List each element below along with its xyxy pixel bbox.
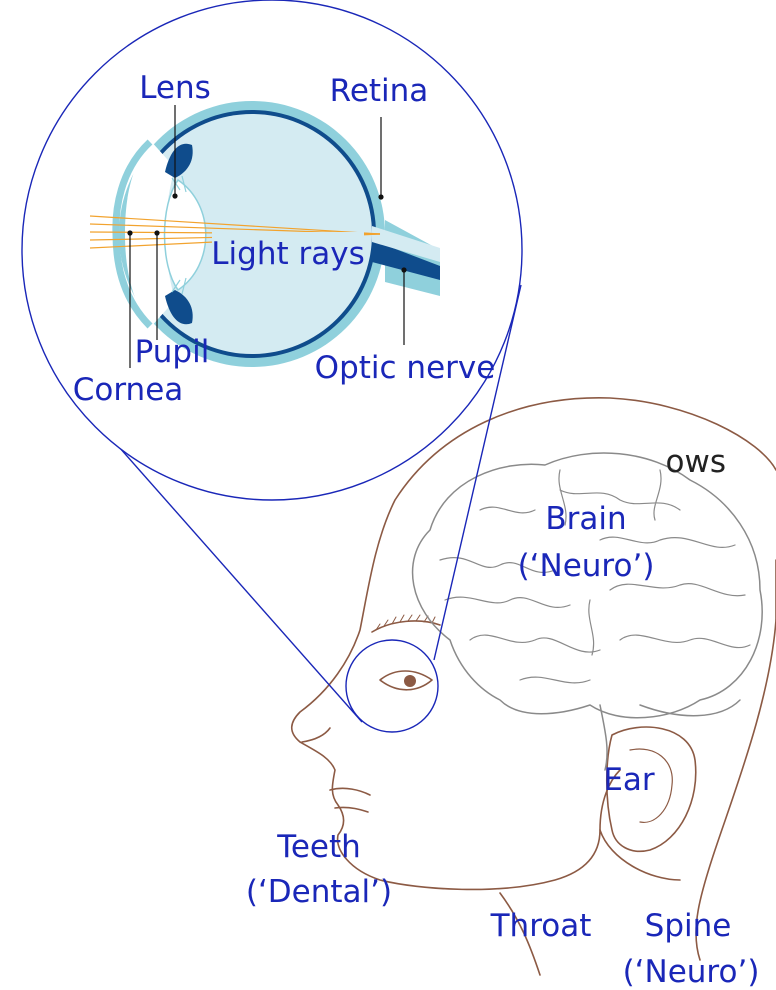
eyebrow-hair <box>376 615 435 630</box>
label-optic-nerve: Optic nerve <box>315 350 496 386</box>
label-brain-sub: (‘Neuro’) <box>518 548 655 584</box>
label-pupil: Pupil <box>135 334 210 370</box>
eye-iris <box>404 675 416 687</box>
label-spine: Spine <box>645 908 732 944</box>
cut-off-text: ows <box>666 444 726 480</box>
label-retina: Retina <box>330 73 429 109</box>
label-ear: Ear <box>603 762 655 798</box>
label-spine-sub: (‘Neuro’) <box>623 954 760 990</box>
label-teeth: Teeth <box>276 829 361 865</box>
label-light-rays: Light rays <box>211 236 364 272</box>
label-teeth-sub: (‘Dental’) <box>246 874 392 910</box>
label-throat: Throat <box>490 908 592 944</box>
nostril-outline <box>302 728 330 742</box>
label-cornea: Cornea <box>73 372 184 408</box>
eyebrow <box>372 621 440 632</box>
lips-outline <box>330 788 370 812</box>
label-brain: Brain <box>545 501 626 537</box>
label-lens: Lens <box>139 70 211 106</box>
head-labels: Brain (‘Neuro’) Ear Teeth (‘Dental’) Thr… <box>246 501 760 990</box>
cerebellum-outline <box>640 700 740 716</box>
brain-stem <box>600 705 607 770</box>
